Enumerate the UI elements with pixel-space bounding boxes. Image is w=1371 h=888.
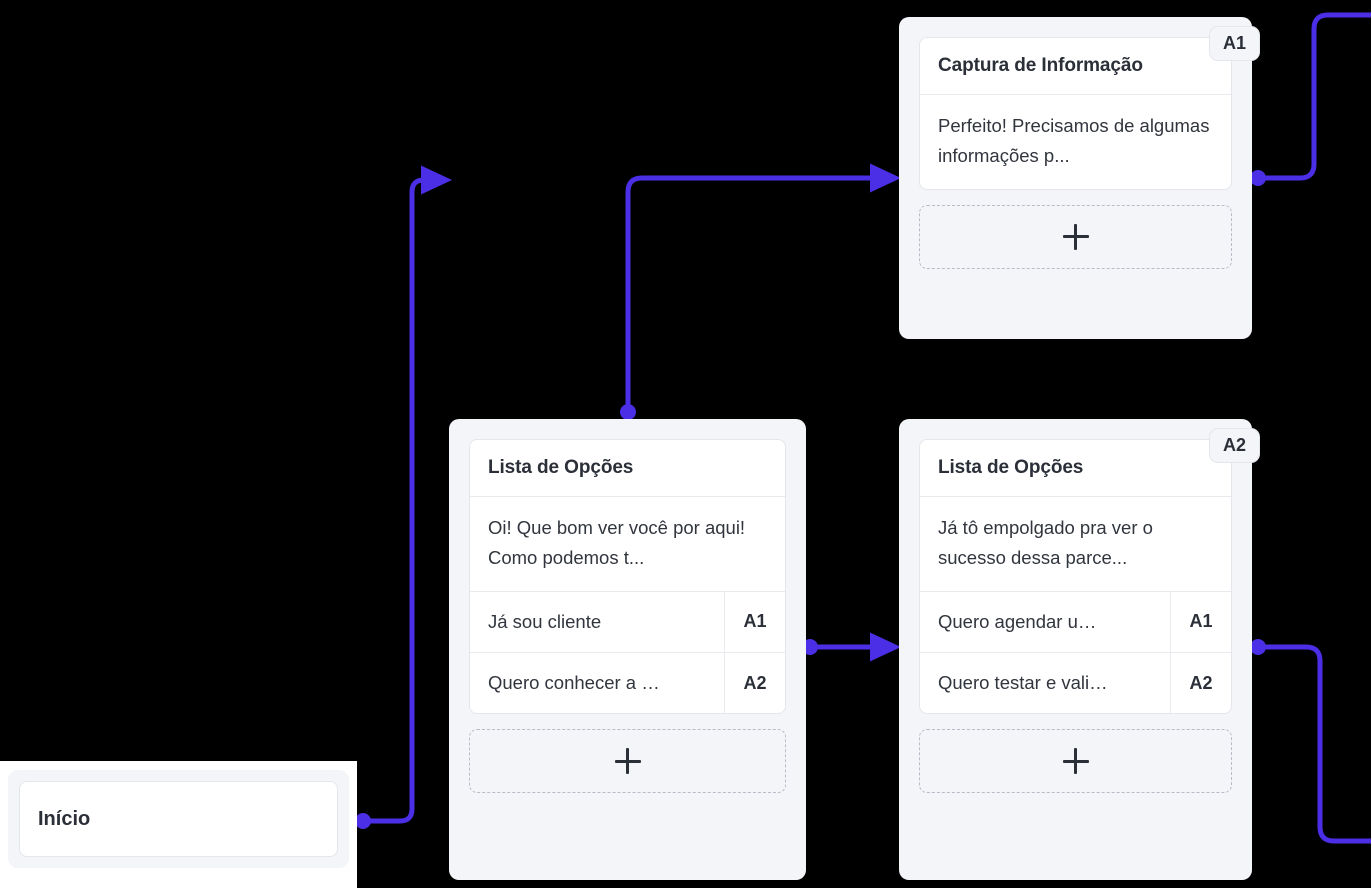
option-code: A1 — [1170, 591, 1231, 652]
node-start[interactable]: Início — [0, 761, 357, 888]
node-lista-de-opcoes-a2[interactable]: A2 Lista de Opções Já tô empolgado pra v… — [899, 419, 1260, 880]
node-start-label: Início — [38, 807, 91, 830]
option-row[interactable]: Quero agendar u… A1 — [920, 590, 1231, 652]
option-row[interactable]: Quero testar e vali… A2 — [920, 651, 1231, 714]
option-label: Quero agendar u… — [938, 610, 1097, 632]
node-badge-a2[interactable]: A2 — [1208, 428, 1260, 463]
edge-options-main-to-capture — [620, 163, 901, 420]
edge-capture-outgoing — [1250, 12, 1371, 186]
option-label: Já sou cliente — [488, 610, 602, 632]
node-title: Lista de Opções — [470, 440, 785, 497]
node-title: Captura de Informação — [920, 38, 1231, 95]
edge-handle-dot — [1250, 170, 1266, 186]
edge-handle-dot — [355, 813, 371, 829]
node-message: Oi! Que bom ver você por aqui! Como pode… — [488, 516, 746, 568]
plus-icon — [614, 748, 641, 775]
option-row[interactable]: Quero conhecer a … A2 — [470, 651, 785, 714]
edge-handle-dot — [1250, 639, 1266, 655]
option-label: Quero conhecer a … — [488, 671, 660, 693]
node-captura-de-informacao[interactable]: A1 Captura de Informação Perfeito! Preci… — [899, 17, 1260, 339]
option-code: A2 — [724, 652, 785, 714]
add-block-button[interactable] — [469, 729, 786, 794]
node-lista-de-opcoes-main[interactable]: Lista de Opções Oi! Que bom ver você por… — [449, 419, 806, 880]
plus-icon — [1062, 223, 1089, 250]
node-message: Perfeito! Precisamos de algumas informaç… — [938, 114, 1210, 166]
option-code: A1 — [724, 591, 785, 652]
option-code: A2 — [1170, 652, 1231, 714]
node-card[interactable]: Lista de Opções Oi! Que bom ver você por… — [469, 439, 786, 715]
add-block-button[interactable] — [919, 204, 1232, 269]
edge-start-to-options-main — [355, 165, 452, 829]
add-block-button[interactable] — [919, 729, 1232, 794]
plus-icon — [1062, 748, 1089, 775]
node-card[interactable]: Captura de Informação Perfeito! Precisam… — [919, 37, 1232, 190]
option-label: Quero testar e vali… — [938, 671, 1108, 693]
edge-options-a2-outgoing — [1250, 639, 1371, 844]
node-card[interactable]: Lista de Opções Já tô empolgado pra ver … — [919, 439, 1232, 715]
node-start-body: Início — [8, 770, 349, 868]
node-title: Lista de Opções — [920, 440, 1231, 497]
edge-handle-dot — [620, 404, 636, 420]
node-badge-a1[interactable]: A1 — [1208, 26, 1260, 61]
node-start-card[interactable]: Início — [19, 781, 338, 857]
edge-options-main-to-options-a2 — [802, 632, 901, 662]
node-message: Já tô empolgado pra ver o sucesso dessa … — [938, 516, 1153, 568]
option-row[interactable]: Já sou cliente A1 — [470, 590, 785, 652]
